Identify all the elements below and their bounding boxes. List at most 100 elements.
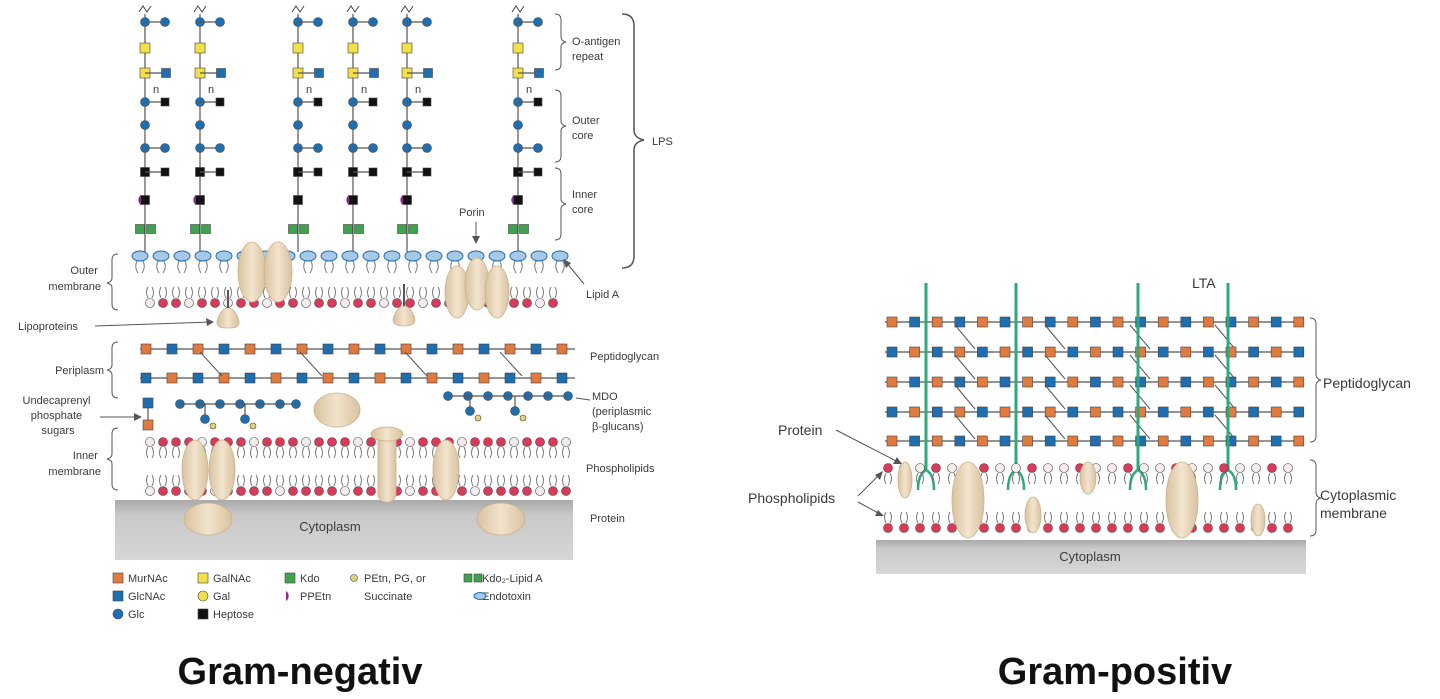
mdo-glucans [142,391,573,431]
gp-outer-phospholipid [1027,463,1037,485]
glcnac-unit [931,346,943,358]
im-inner-phospholipid [249,474,259,496]
lipid-a-head [341,250,359,262]
glcnac-unit [423,68,433,78]
glc-unit [513,120,523,130]
lipid-tail [1220,511,1228,524]
lipid-tail [1156,511,1164,524]
lipid-head [379,298,389,308]
lipid-tail [497,446,505,459]
murnac-unit [886,435,898,447]
lipid-tail [1156,472,1164,485]
glc-unit [422,143,432,153]
peptide-crosslink [1044,324,1066,350]
lipid-a-head [299,250,317,262]
lipid-head [1011,463,1021,473]
lipid-head [1267,463,1277,473]
lipid-head [262,486,272,496]
murnac-unit [1225,346,1237,358]
lipid-tail [1140,511,1148,524]
gp-inner-phospholipid [1107,511,1117,533]
lps-chain: n [135,5,171,252]
lipid-head [210,298,220,308]
legend: MurNAcGlcNAcGlcGalNAcGalHeptoseKdoPPEtnP… [112,572,543,621]
glcnac-unit [1225,376,1237,388]
lta-label: LTA [1192,275,1216,291]
murnac-unit [296,343,308,355]
murnac-unit [1203,435,1214,447]
lipid-head [236,486,246,496]
im-inner-phospholipid [236,474,246,496]
gp-phospholipids-arrowhead-1 [875,471,883,480]
lipid-a-arrow [565,261,585,285]
glcnac-unit [1157,346,1169,358]
lipid-head [899,523,909,533]
im-inner-phospholipid [327,474,337,496]
repeat-index: n [415,84,421,96]
gp-outer-phospholipid [1155,463,1165,485]
lipid-tail [315,286,323,299]
glcnac-unit [426,343,438,355]
lipid-tail [289,446,297,459]
chain-end-icon [291,5,305,13]
lipid-tail [1268,511,1276,524]
im-outer-phospholipid [548,437,558,459]
glcnac-unit [1090,316,1101,328]
gp-inner-phospholipid [995,511,1005,533]
lipid-head [236,437,246,447]
lipid-head [145,437,155,447]
murnac-unit [426,372,438,384]
lipid-head [145,298,155,308]
legend-item: GlcNAc [112,590,166,603]
im-outer-phospholipid [405,437,415,459]
om-inner-phospholipid [197,286,207,308]
lipid-head [457,486,467,496]
lipid-tail [1044,472,1052,485]
lipid-tail [523,446,531,459]
im-outer-phospholipid [431,437,441,459]
glc-unit [368,17,378,27]
murnac-unit [977,316,988,328]
lps-brace [621,13,645,269]
glc-unit [160,143,170,153]
lipid-tail [1012,472,1020,485]
lipid-head [947,523,957,533]
lipid-head [392,298,402,308]
glcnac-unit [166,343,178,355]
gp-outer-phospholipid [1251,463,1261,485]
gp-outer-phospholipid [931,463,941,485]
lipid-a-tail [534,260,544,274]
lipid-tail [367,474,375,487]
glcnac-unit [478,343,490,355]
gp-peptidoglycan-label: Peptidoglycan [1323,375,1411,391]
lipid-head [353,298,363,308]
heptose-unit [368,167,378,177]
legend-label: PPEtn [300,591,331,603]
lipid-head [431,437,441,447]
legend-item: Kdo₂-Lipid A [463,573,543,585]
lipid-tail [432,286,440,299]
peptide-crosslink [1129,414,1151,440]
murnac-unit [931,376,943,388]
legend-label: Gal [213,591,230,603]
peptide-crosslink [499,351,523,377]
glc-unit [533,143,543,153]
lipid-head [470,437,480,447]
glcnac-unit [140,372,152,384]
lipid-head [1043,523,1053,533]
om-inner-phospholipid [405,286,415,308]
gp-inner-phospholipid [1075,511,1085,533]
galnac-unit [194,42,206,54]
im-inner-phospholipid [496,474,506,496]
lipid-tail [146,474,154,487]
inner-core-label: Inner core [572,189,600,216]
lipid-tail [341,286,349,299]
lipid-head [1059,463,1069,473]
protein-cap [370,426,404,442]
lipid-head [275,437,285,447]
lipid-tail [146,446,154,459]
lipid-a-tail [198,260,208,274]
petn-unit [519,414,527,422]
lipid-tail [471,446,479,459]
